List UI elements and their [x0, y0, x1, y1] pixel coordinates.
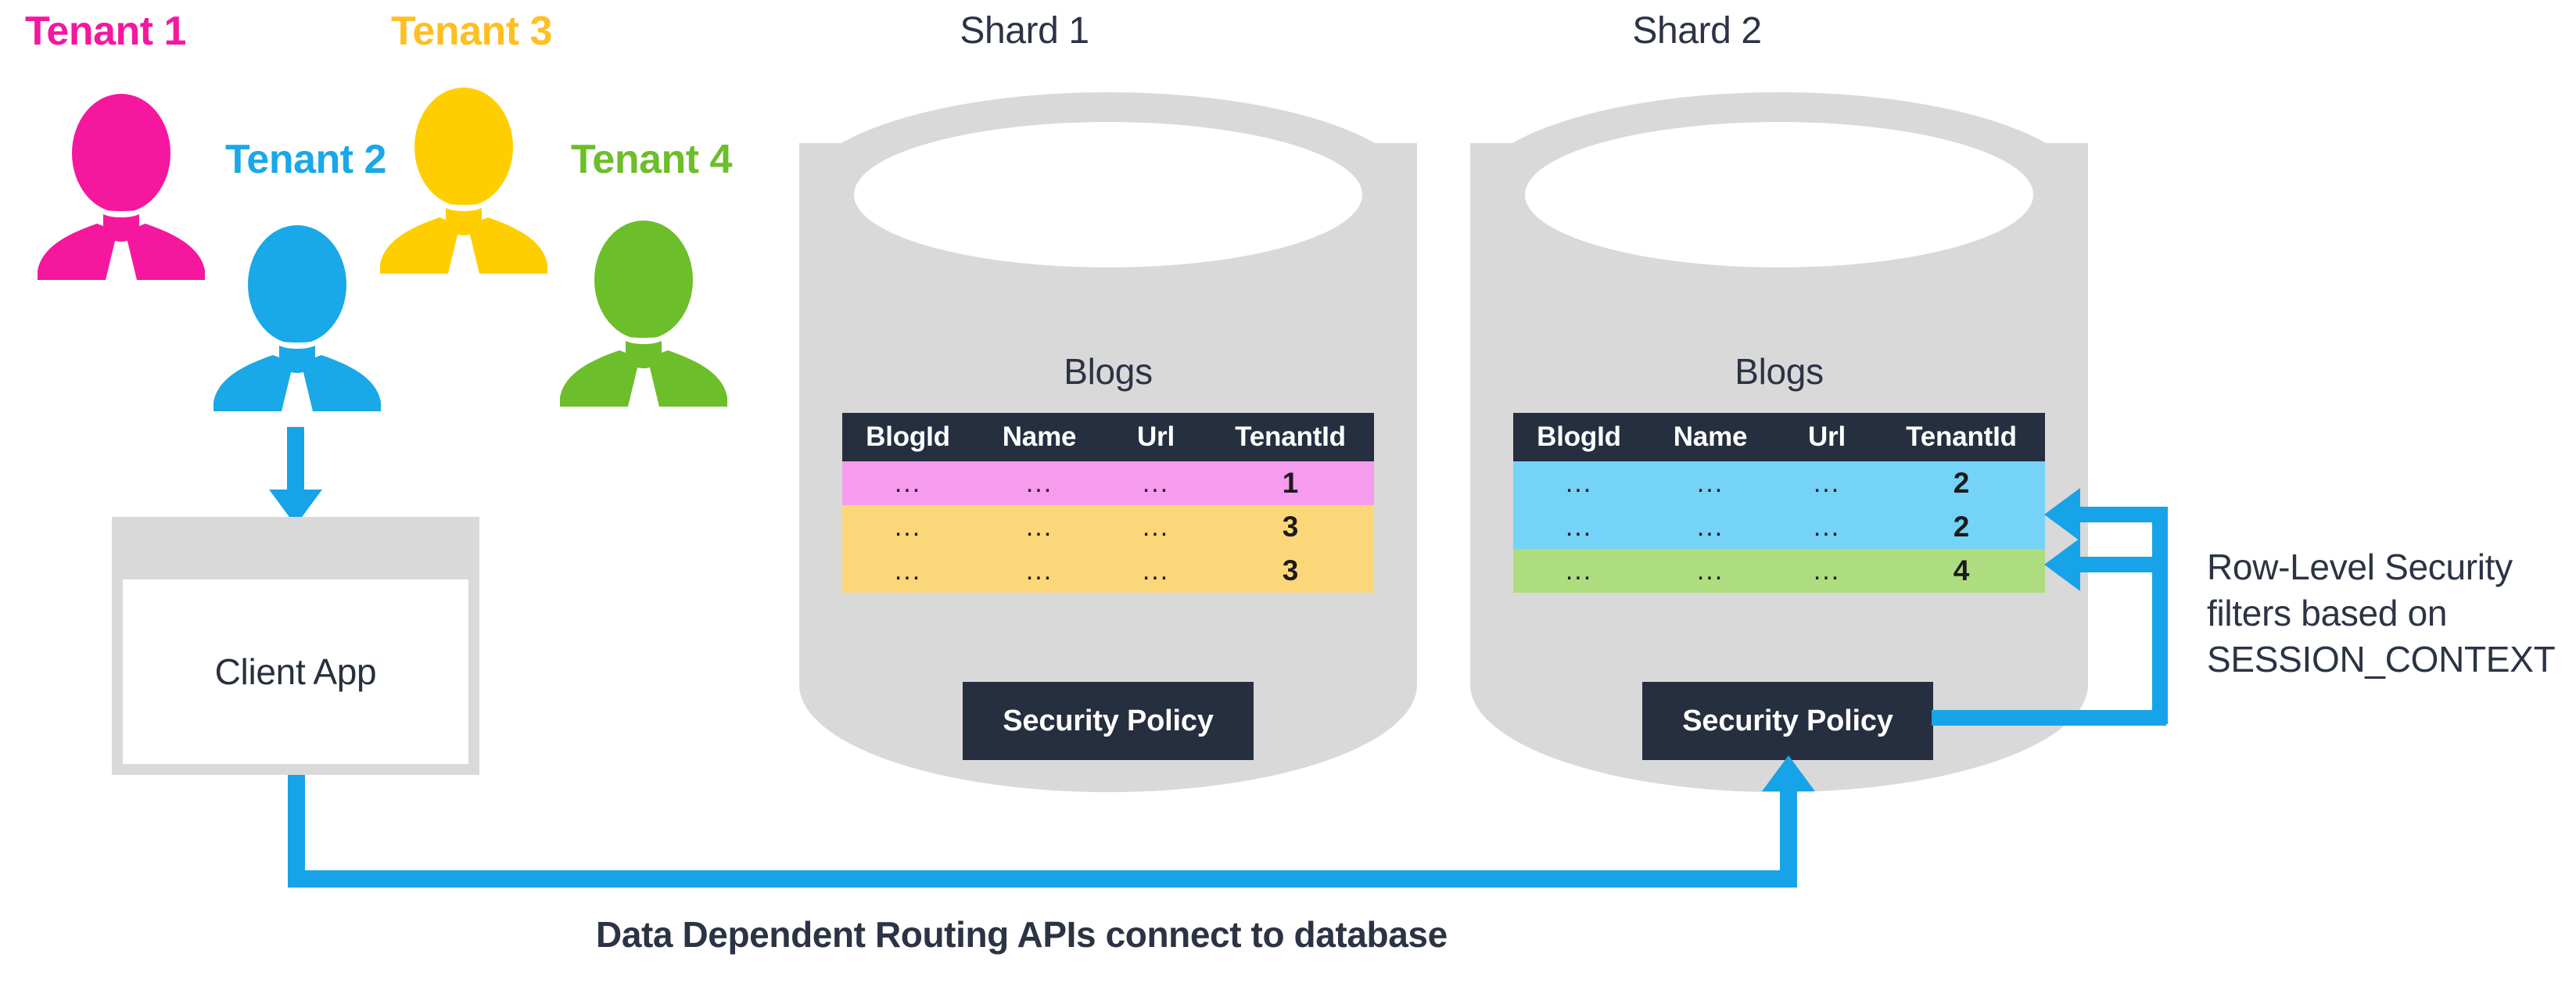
table-row[interactable]: ... ... ... 1: [842, 461, 1374, 505]
tenant-1-label: Tenant 1: [25, 9, 186, 54]
column-header-url: Url: [1105, 413, 1207, 461]
cylinder-top-opening: [854, 122, 1362, 267]
rls-annotation-line-2: filters based on: [2207, 592, 2448, 633]
rls-connector-vertical: [2152, 507, 2168, 724]
column-header-url: Url: [1776, 413, 1878, 461]
shard-2-security-policy[interactable]: Security Policy: [1642, 682, 1933, 760]
cell-url: ...: [1142, 512, 1170, 542]
shard-1-blogs-table[interactable]: BlogId Name Url TenantId ... ... ... 1 .…: [842, 413, 1374, 593]
shard-2-blogs-table[interactable]: BlogId Name Url TenantId ... ... ... 2 .…: [1513, 413, 2045, 593]
cell-tenantid: 2: [1953, 511, 1970, 543]
shard-2-table-title: Blogs: [1735, 351, 1824, 392]
cell-tenantid: 4: [1953, 554, 1970, 586]
shard-1-security-policy[interactable]: Security Policy: [963, 682, 1254, 760]
cell-tenantid: 3: [1282, 554, 1299, 586]
cell-name: ...: [1696, 512, 1724, 542]
cell-name: ...: [1025, 468, 1053, 498]
shard-2-title: Shard 2: [1632, 10, 1762, 52]
table-row[interactable]: ... ... ... 3: [842, 549, 1374, 593]
cylinder-top-opening: [1525, 122, 2033, 267]
ddr-arrowhead: [1762, 755, 1815, 791]
rls-connector-horizontal-from-policy: [1932, 710, 2166, 726]
person-icon-tenant-3: [374, 86, 554, 274]
cell-tenantid: 1: [1282, 467, 1299, 499]
cell-url: ...: [1142, 556, 1170, 586]
rls-annotation-line-3: SESSION_CONTEXT: [2207, 638, 2556, 680]
column-header-name: Name: [1645, 413, 1776, 461]
routing-caption: Data Dependent Routing APIs connect to d…: [596, 914, 1448, 955]
tenant-to-client-arrow-shaft: [287, 427, 304, 491]
tenant-4-label: Tenant 4: [571, 137, 732, 182]
cell-url: ...: [1813, 556, 1841, 586]
cell-blogid: ...: [1565, 556, 1593, 586]
cell-blogid: ...: [1565, 468, 1593, 498]
tenant-2-label: Tenant 2: [225, 137, 386, 182]
cell-blogid: ...: [894, 468, 922, 498]
cell-name: ...: [1025, 512, 1053, 542]
cell-blogid: ...: [894, 556, 922, 586]
client-app-label: Client App: [214, 651, 377, 692]
rls-annotation: Row-Level Security filters based on SESS…: [2207, 544, 2567, 683]
table-header-row: BlogId Name Url TenantId: [1513, 413, 2045, 461]
client-app-inner-panel: Client App: [123, 579, 468, 764]
column-header-name: Name: [974, 413, 1105, 461]
person-icon-tenant-2: [207, 224, 387, 411]
shard-1-table-title: Blogs: [1064, 351, 1153, 392]
cell-blogid: ...: [1565, 512, 1593, 542]
client-app-box[interactable]: Client App: [112, 517, 479, 775]
column-header-blogid: BlogId: [1513, 413, 1645, 461]
table-row[interactable]: ... ... ... 3: [842, 505, 1374, 549]
column-header-tenantid: TenantId: [1878, 413, 2045, 461]
cell-tenantid: 3: [1282, 511, 1299, 543]
table-row[interactable]: ... ... ... 2: [1513, 461, 2045, 505]
ddr-connector-vertical-right: [1780, 791, 1797, 888]
table-row[interactable]: ... ... ... 4: [1513, 549, 2045, 593]
rls-arrowhead-row-1: [2044, 488, 2080, 541]
ddr-connector-vertical-left: [288, 775, 305, 888]
cell-name: ...: [1025, 556, 1053, 586]
column-header-blogid: BlogId: [842, 413, 974, 461]
rls-arrowhead-row-2: [2044, 538, 2080, 591]
cell-url: ...: [1813, 512, 1841, 542]
table-row[interactable]: ... ... ... 2: [1513, 505, 2045, 549]
cell-url: ...: [1142, 468, 1170, 498]
cell-tenantid: 2: [1953, 467, 1970, 499]
rls-connector-branch-top: [2071, 507, 2166, 522]
column-header-tenantid: TenantId: [1207, 413, 1374, 461]
cell-name: ...: [1696, 556, 1724, 586]
rls-connector-branch-bottom: [2071, 557, 2166, 572]
cell-name: ...: [1696, 468, 1724, 498]
cell-url: ...: [1813, 468, 1841, 498]
rls-annotation-line-1: Row-Level Security: [2207, 547, 2513, 587]
ddr-connector-horizontal: [288, 870, 1797, 888]
person-icon-tenant-1: [31, 92, 211, 280]
shard-1-title: Shard 1: [960, 10, 1089, 52]
person-icon-tenant-4: [554, 219, 734, 407]
table-header-row: BlogId Name Url TenantId: [842, 413, 1374, 461]
cell-blogid: ...: [894, 512, 922, 542]
tenant-3-label: Tenant 3: [391, 9, 552, 54]
